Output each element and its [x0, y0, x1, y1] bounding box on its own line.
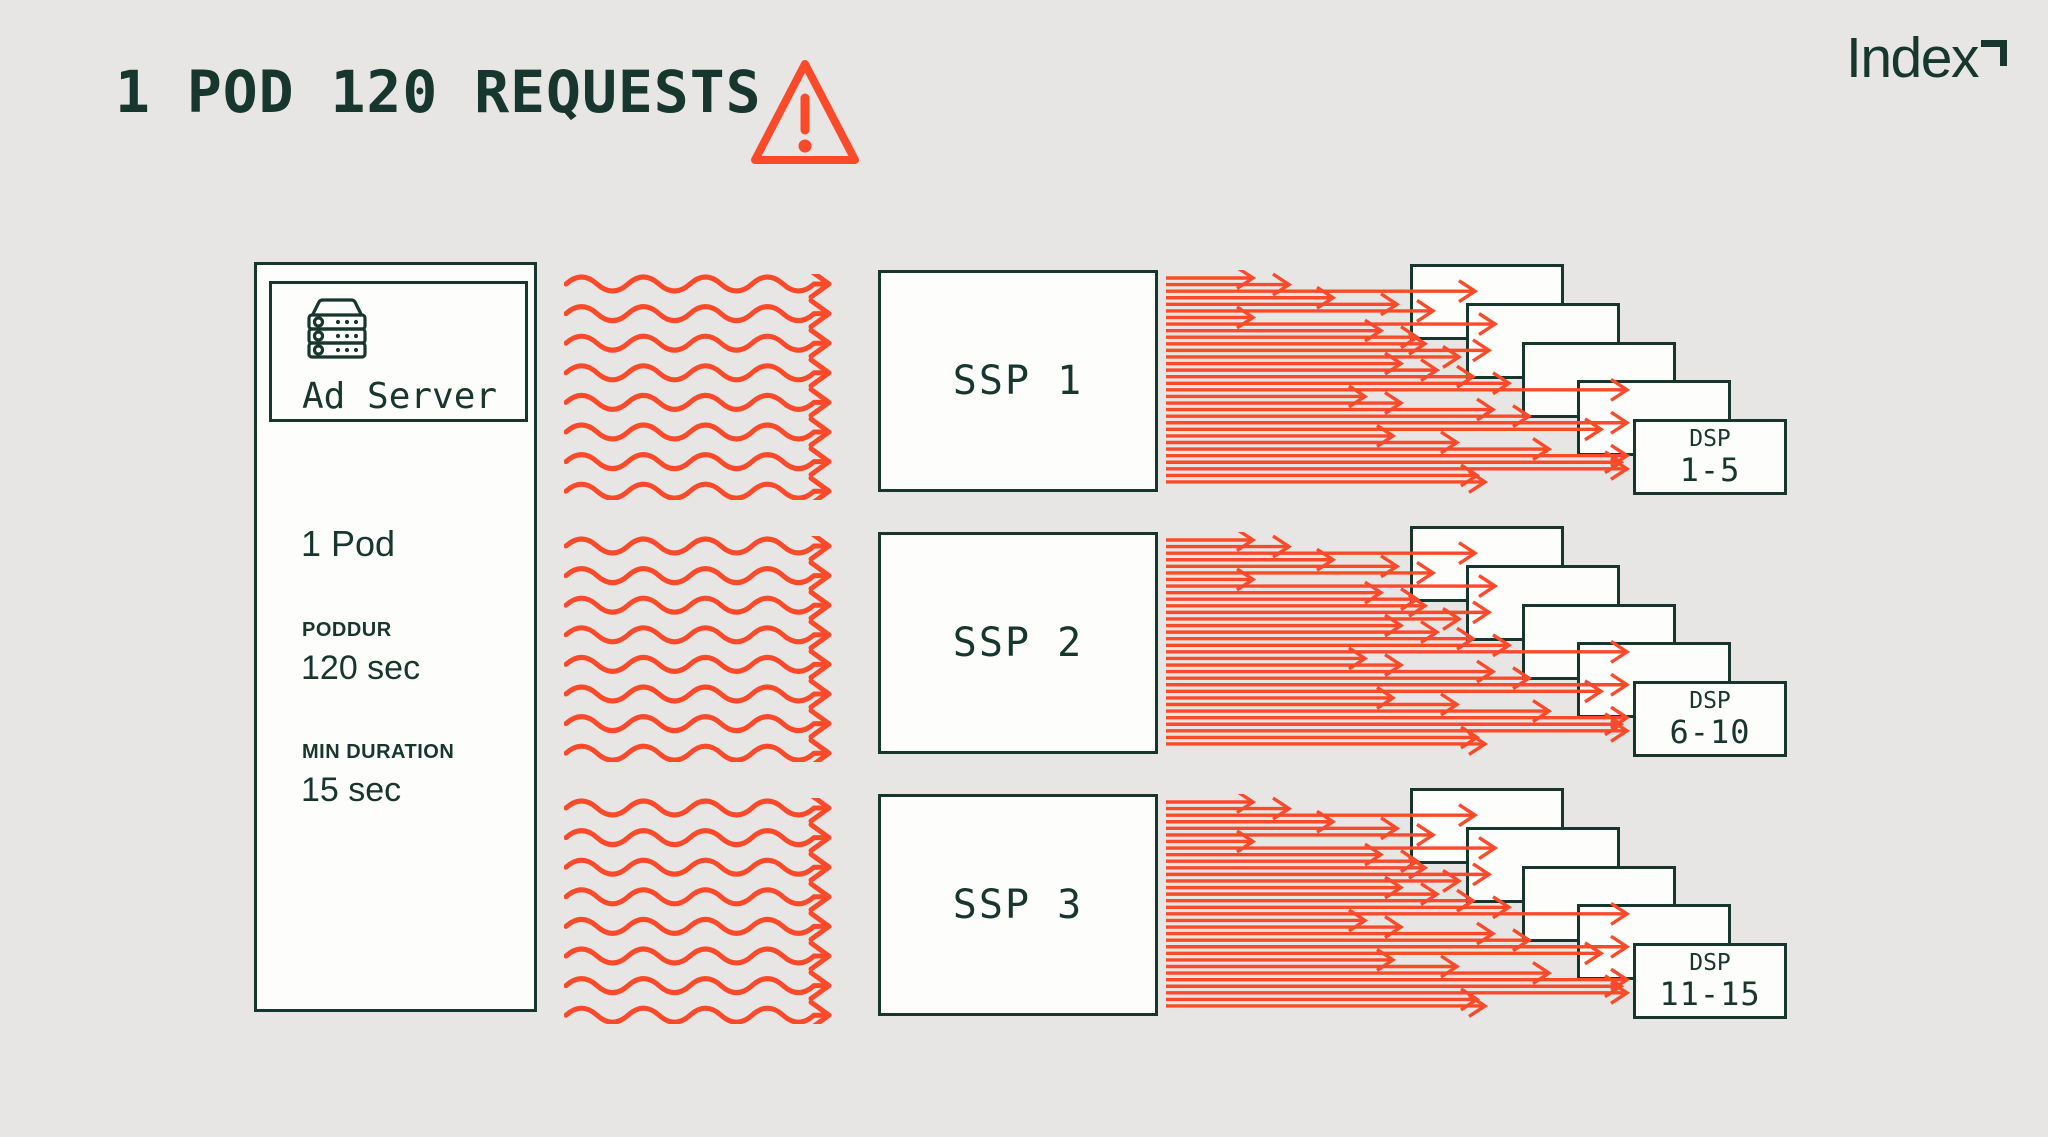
ssp-box: SSP 1	[878, 270, 1158, 492]
wavy-request-arrows	[564, 536, 832, 762]
logo-wordmark: Index	[1846, 26, 1979, 90]
ssp-box: SSP 2	[878, 532, 1158, 754]
ad-server-label: Ad Server	[302, 376, 498, 417]
dsp-request-arrows	[1166, 794, 1631, 1018]
ad-server-panel: Ad Server 1 Pod PODDUR 120 sec MIN DURAT…	[254, 262, 537, 1012]
server-rack-icon	[307, 298, 367, 359]
ssp-label: SSP 3	[952, 882, 1084, 928]
dsp-request-arrows	[1166, 532, 1631, 756]
poddur-stat-label: PODDUR	[302, 619, 392, 641]
warning-triangle-icon	[751, 60, 859, 164]
page-title: 1 POD 120 REQUESTS	[115, 58, 762, 126]
dsp-label-line2: 11-15	[1659, 975, 1761, 1013]
pod-count-text: 1 Pod	[301, 523, 396, 564]
ssp-box: SSP 3	[878, 794, 1158, 1016]
poddur-stat-value: 120 sec	[301, 649, 421, 687]
dsp-request-arrows	[1166, 270, 1631, 494]
dsp-label-line2: 6-10	[1669, 713, 1751, 751]
dsp-label-line1: DSP	[1689, 950, 1731, 976]
index-logo: Index	[1846, 30, 2008, 87]
corner-arrow-icon	[1980, 40, 2007, 66]
ssp-label: SSP 2	[952, 620, 1084, 666]
ad-server-label-box: Ad Server	[269, 281, 528, 422]
dsp-label-line2: 1-5	[1679, 451, 1741, 489]
ssp-label: SSP 1	[952, 358, 1084, 404]
dsp-label-line1: DSP	[1689, 688, 1731, 714]
wavy-request-arrows	[564, 798, 832, 1024]
wavy-request-arrows	[564, 274, 832, 500]
dsp-label-line1: DSP	[1689, 426, 1731, 452]
min-duration-stat-value: 15 sec	[301, 771, 402, 809]
min-duration-stat-label: MIN DURATION	[302, 741, 455, 763]
